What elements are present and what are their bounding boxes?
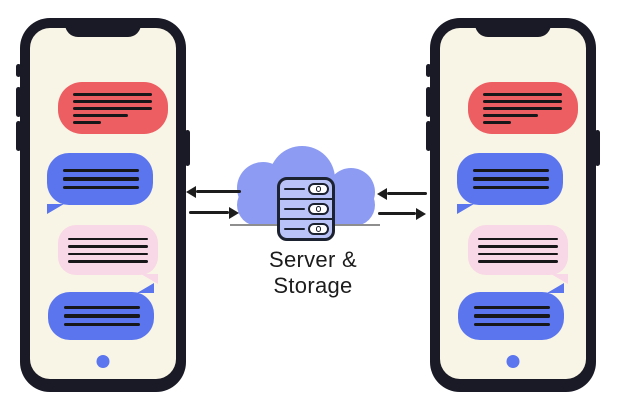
phone-frame (16, 18, 190, 392)
chat-bubble-pink-3 (468, 225, 568, 275)
chat-bubble-blue-2 (47, 153, 153, 205)
message-text-line (483, 120, 512, 124)
message-text-line (64, 314, 140, 318)
chat-bubble-blue-4 (48, 292, 154, 340)
volume-up-button (426, 87, 431, 117)
message-text-line (63, 177, 139, 181)
mute-switch (16, 64, 21, 77)
arrow-left-icon-left-top (196, 190, 241, 193)
chat-bubble-blue-2 (457, 153, 563, 205)
server-rack-icon (277, 177, 335, 241)
chat-bubble-blue-4 (458, 292, 564, 340)
volume-down-button (426, 121, 431, 151)
server-drive-button (308, 223, 329, 235)
message-text-line (68, 237, 148, 240)
message-text-line (68, 252, 148, 255)
message-text-line (68, 260, 148, 263)
phone-notch (65, 18, 141, 37)
message-text-line (474, 305, 550, 310)
server-vent-line (284, 208, 305, 210)
server-drive-button (308, 203, 329, 215)
message-text-line (473, 185, 549, 190)
message-text-line (483, 92, 562, 96)
chat-bubble-pink-3 (58, 225, 158, 275)
message-text-line (473, 177, 549, 181)
arrow-right-icon-right-bottom (378, 212, 416, 215)
message-text-line (474, 322, 550, 327)
phone-screen (30, 28, 176, 379)
server-bay (280, 200, 332, 220)
message-text-line (63, 185, 139, 190)
left-phone (16, 18, 190, 392)
phone-notch (475, 18, 551, 37)
chat-bubble-red-1 (468, 82, 578, 134)
server-drive-dot-icon (315, 226, 322, 232)
message-text-line (63, 168, 139, 173)
message-text-line (483, 99, 562, 103)
server-drive-dot-icon (315, 186, 322, 192)
server-vent-line (284, 188, 305, 190)
server-vent-line (284, 228, 305, 230)
phone-screen (440, 28, 586, 379)
message-text-line (64, 305, 140, 310)
message-text-line (478, 245, 558, 248)
home-indicator-dot (96, 355, 110, 368)
message-text-line (73, 99, 152, 103)
message-text-line (473, 168, 549, 173)
arrow-left-icon-right-top (387, 192, 427, 195)
message-text-line (73, 113, 129, 117)
power-button (595, 130, 600, 166)
message-text-line (478, 252, 558, 255)
volume-down-button (16, 121, 21, 151)
phone-frame (426, 18, 600, 392)
message-text-line (68, 245, 148, 248)
message-text-line (474, 314, 550, 318)
chat-bubble-red-1 (58, 82, 168, 134)
message-text-line (73, 92, 152, 96)
message-text-line (478, 237, 558, 240)
volume-up-button (16, 87, 21, 117)
message-text-line (64, 322, 140, 327)
server-storage-label: Server & Storage (269, 247, 357, 298)
server-drive-button (308, 183, 329, 195)
message-text-line (73, 106, 152, 110)
server-drive-dot-icon (315, 206, 322, 212)
right-phone (426, 18, 600, 392)
arrow-right-icon-left-bottom (189, 211, 229, 214)
message-text-line (483, 106, 562, 110)
message-text-line (73, 120, 102, 124)
server-bay (280, 220, 332, 238)
server-bay (280, 180, 332, 200)
home-indicator-dot (506, 355, 520, 368)
message-text-line (478, 260, 558, 263)
message-text-line (483, 113, 539, 117)
mute-switch (426, 64, 431, 77)
power-button (185, 130, 190, 166)
